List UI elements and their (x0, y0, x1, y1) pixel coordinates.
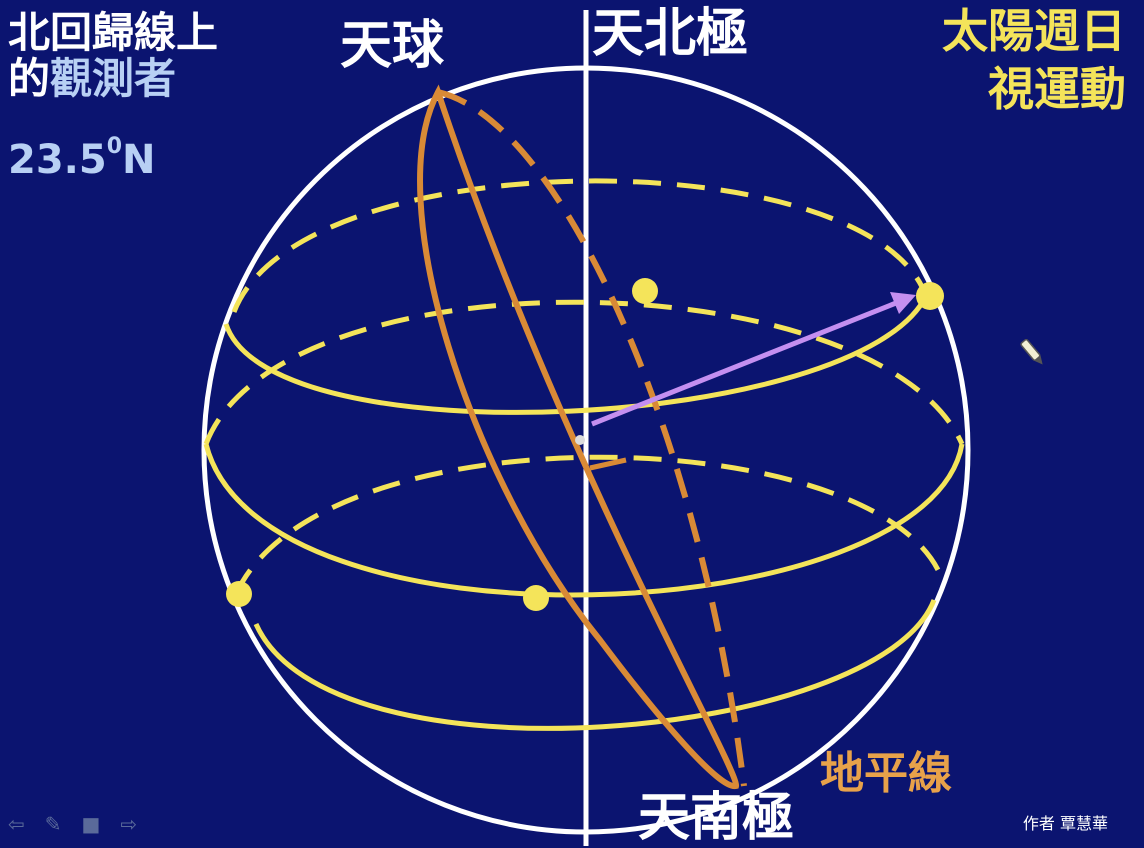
arrow-right-icon[interactable]: ⇨ (120, 812, 138, 836)
sun-dot-bottom-left (226, 581, 252, 607)
north-celestial-pole-label: 天北極 (592, 4, 749, 64)
sun-path-middle-back (203, 299, 965, 446)
pen-icon[interactable]: ✎ (44, 812, 62, 836)
author-credit: 作者 覃慧華 (1022, 814, 1108, 833)
sun-dot-top-right (916, 282, 944, 310)
sun-path-top-back (231, 178, 929, 313)
horizon-front (417, 84, 739, 790)
sun-dot-top-left (632, 278, 658, 304)
sun-direction-line (591, 300, 897, 427)
horizon-back (437, 89, 747, 787)
slide-icon[interactable]: ■ (81, 812, 101, 836)
right-angle-marker (589, 457, 627, 471)
sun-dot-bottom-center (523, 585, 549, 611)
slideshow-toolbar: ⇦ ✎ ■ ⇨ (8, 814, 137, 834)
latitude-degree: 0 (106, 134, 123, 159)
latitude-direction: N (122, 137, 156, 183)
motion-title-line2: 視運動 (988, 62, 1126, 116)
observer-latitude: 23.50N (8, 136, 156, 183)
horizon-label: 地平線 (820, 748, 952, 799)
motion-title-line1: 太陽週日 (942, 4, 1126, 58)
sun-path-top-front (223, 294, 929, 415)
observer-title-line1: 北回歸線上 (8, 8, 219, 57)
south-celestial-pole-label: 天南極 (638, 788, 795, 848)
sun-path-bottom-front (253, 599, 937, 731)
observer-title: 北回歸線上 的觀測者 (8, 12, 218, 104)
arrow-left-icon[interactable]: ⇦ (8, 812, 25, 836)
observer-point (575, 435, 585, 445)
observer-title-main: 觀測者 (50, 54, 177, 103)
motion-title: 太陽週日 視運動 (942, 8, 1126, 124)
celestial-sphere-label: 天球 (340, 16, 445, 76)
sun-direction-arrowhead (890, 292, 916, 314)
sun-path-middle-front (203, 443, 965, 598)
sun-path-bottom-back (233, 454, 943, 596)
pointer-icon (1020, 339, 1043, 365)
latitude-value: 23.5 (8, 137, 107, 183)
observer-title-prefix: 的 (8, 54, 51, 103)
